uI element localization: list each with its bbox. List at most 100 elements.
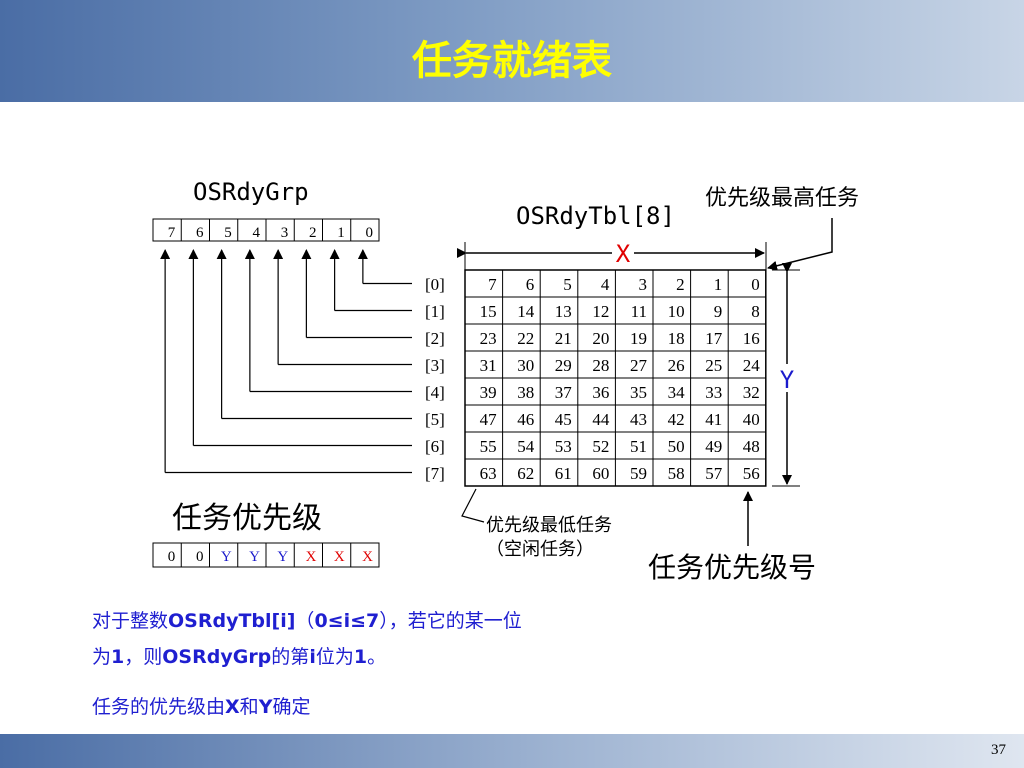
- page-number: 37: [991, 742, 1006, 758]
- bit-to-row-connectors: [160, 249, 412, 474]
- table-cell: 5: [563, 275, 572, 294]
- priority-bit-4: Y: [277, 549, 288, 565]
- slide-footer: [0, 734, 1024, 768]
- table-cell: 49: [705, 437, 722, 456]
- priority-bit-1: 0: [196, 549, 204, 565]
- row-label: [3]: [425, 356, 445, 375]
- table-cell: 39: [480, 383, 497, 402]
- table-cell: 42: [668, 410, 685, 429]
- table-cell: 30: [517, 356, 534, 375]
- table-cell: 19: [630, 329, 647, 348]
- table-cell: 1: [714, 275, 723, 294]
- slide-title: 任务就绪表: [412, 38, 612, 84]
- table-cell: 18: [668, 329, 685, 348]
- table-cell: 37: [555, 383, 573, 402]
- table-cell: 63: [480, 464, 497, 483]
- table-cell: 55: [480, 437, 497, 456]
- priority-bit-2: Y: [221, 549, 232, 565]
- table-cell: 3: [639, 275, 648, 294]
- table-cell: 62: [517, 464, 534, 483]
- priority-bit-6: X: [334, 549, 345, 565]
- table-cell: 27: [630, 356, 648, 375]
- table-cell: 44: [592, 410, 610, 429]
- row-label: [1]: [425, 302, 445, 321]
- grp-bit-2: 2: [309, 225, 317, 241]
- priority-bit-3: Y: [249, 549, 260, 565]
- table-cell: 6: [526, 275, 535, 294]
- highest-priority-pointer: [767, 218, 833, 271]
- table-cell: 11: [631, 302, 647, 321]
- table-cell: 56: [743, 464, 760, 483]
- table-cell: 20: [592, 329, 609, 348]
- table-cell: 41: [705, 410, 722, 429]
- y-label: Y: [780, 366, 795, 394]
- osrdygrp-bits: 7 6 5 4 3 2 1 0: [152, 218, 380, 242]
- note-line-2: 为1，则OSRdyGrp的第i位为1。: [92, 646, 387, 668]
- table-cell: 43: [630, 410, 647, 429]
- y-label-bg: [776, 364, 798, 392]
- table-cell: 47: [480, 410, 498, 429]
- priority-bit-7: X: [362, 549, 373, 565]
- grp-bit-0: 0: [366, 225, 374, 241]
- table-cell: 60: [592, 464, 609, 483]
- grp-bit-1: 1: [337, 225, 345, 241]
- table-cell: 4: [601, 275, 610, 294]
- table-cell: 40: [743, 410, 760, 429]
- table-cell: 15: [480, 302, 497, 321]
- table-cell: 21: [555, 329, 572, 348]
- table-cell: 54: [517, 437, 535, 456]
- row-label: [6]: [425, 437, 445, 456]
- table-cell: 2: [676, 275, 685, 294]
- table-cell: 58: [668, 464, 685, 483]
- table-cell: 33: [705, 383, 722, 402]
- priority-bit-5: X: [306, 549, 317, 565]
- table-cell: 8: [751, 302, 760, 321]
- task-priority-bits: 0 0 Y Y Y X X X: [152, 542, 380, 568]
- lowest-priority-label: 优先级最低任务: [486, 515, 612, 536]
- table-cell: 48: [743, 437, 760, 456]
- idle-task-label: （空闲任务）: [486, 539, 594, 560]
- table-cell: 7: [488, 275, 497, 294]
- table-cell: 26: [668, 356, 685, 375]
- lowest-priority-pointer: [461, 488, 485, 523]
- x-label: X: [616, 240, 631, 268]
- grp-bit-5: 5: [224, 225, 232, 241]
- priority-number-label: 任务优先级号: [648, 551, 816, 584]
- table-cell: 50: [668, 437, 685, 456]
- table-cell: 32: [743, 383, 760, 402]
- slide-header: [0, 0, 1024, 102]
- table-cell: 23: [480, 329, 497, 348]
- table-cell: 46: [517, 410, 534, 429]
- task-priority-label: 任务优先级: [172, 501, 322, 536]
- row-label: [7]: [425, 464, 445, 483]
- grp-bit-3: 3: [281, 225, 289, 241]
- table-cell: 31: [480, 356, 497, 375]
- table-cell: 10: [668, 302, 685, 321]
- table-cell: 12: [592, 302, 609, 321]
- table-cell: 0: [751, 275, 760, 294]
- table-cell: 52: [592, 437, 609, 456]
- table-cell: 29: [555, 356, 572, 375]
- osrdygrp-label: OSRdyGrp: [193, 178, 309, 206]
- grp-bit-4: 4: [253, 225, 261, 241]
- table-cell: 45: [555, 410, 572, 429]
- table-cell: 61: [555, 464, 572, 483]
- table-cell: 17: [705, 329, 723, 348]
- table-cell: 25: [705, 356, 722, 375]
- table-cell: 22: [517, 329, 534, 348]
- grp-bit-6: 6: [196, 225, 204, 241]
- row-label: [2]: [425, 329, 445, 348]
- row-label: [5]: [425, 410, 445, 429]
- osrdytbl-label: OSRdyTbl[8]: [516, 202, 675, 230]
- table-cell: 34: [668, 383, 686, 402]
- table-cell: 38: [517, 383, 534, 402]
- row-label: [4]: [425, 383, 445, 402]
- table-cell: 57: [705, 464, 723, 483]
- row-label: [0]: [425, 275, 445, 294]
- priority-bit-0: 0: [168, 549, 176, 565]
- table-cell: 13: [555, 302, 572, 321]
- table-cell: 51: [630, 437, 647, 456]
- table-cell: 9: [714, 302, 723, 321]
- grp-bit-7: 7: [168, 225, 176, 241]
